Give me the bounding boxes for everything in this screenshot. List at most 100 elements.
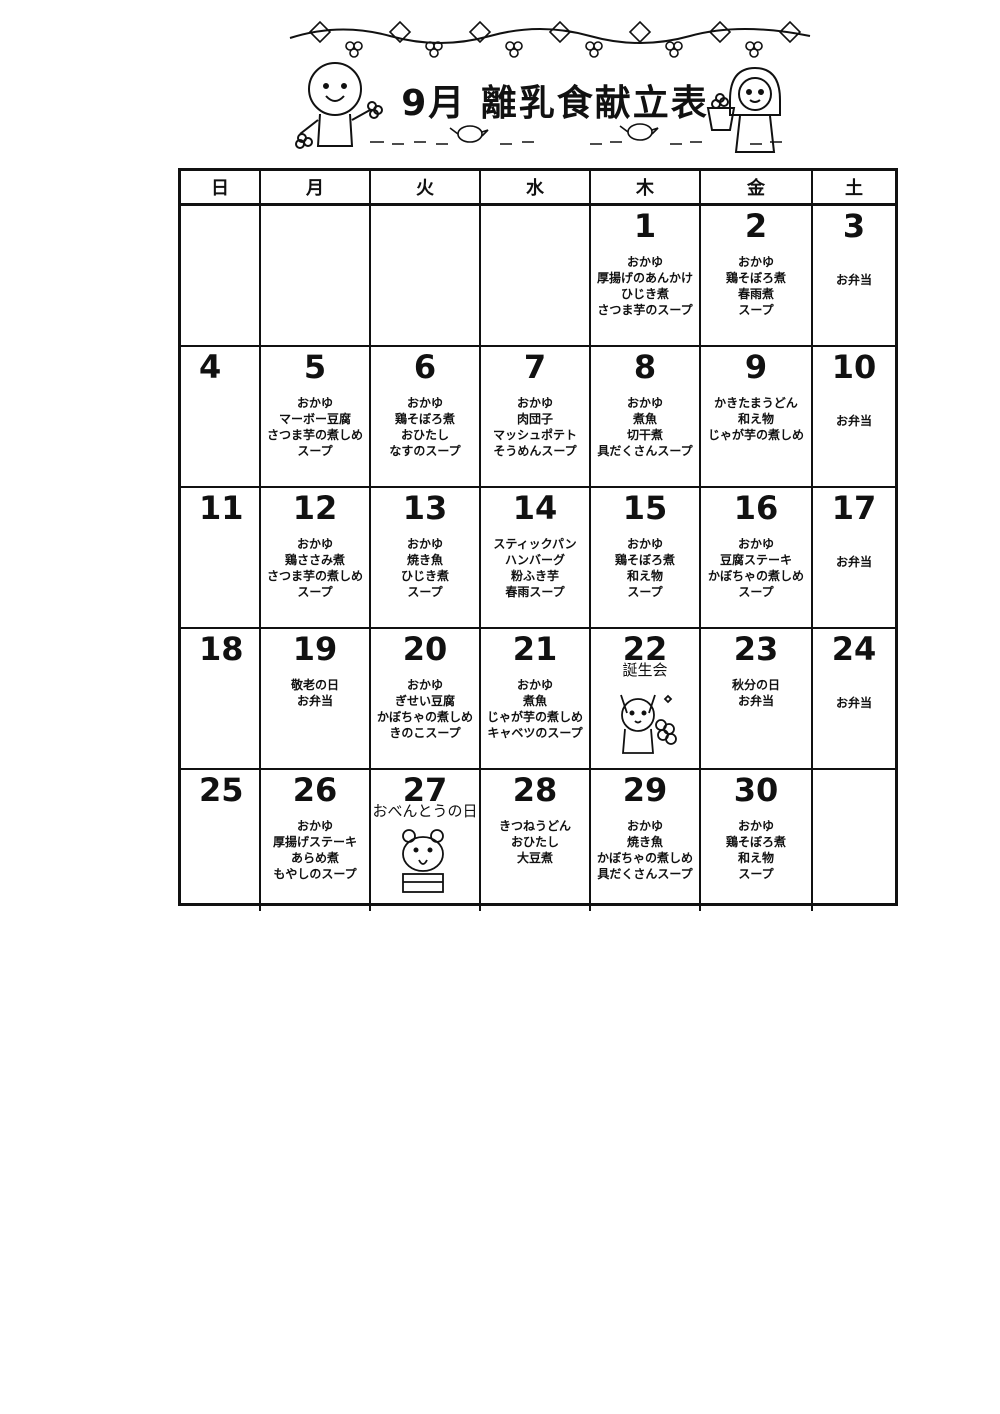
menu-list: おかゆ鶏そぼろ煮おひたしなすのスープ xyxy=(371,395,479,459)
menu-list: おかゆ焼き魚ひじき煮スープ xyxy=(371,536,479,600)
menu-item: スープ xyxy=(407,585,443,599)
menu-item: 粉ふき芋 xyxy=(510,569,559,583)
day-cell xyxy=(813,770,895,911)
menu-item: かぼちゃの煮しめ xyxy=(596,851,693,865)
day-number: 18 xyxy=(199,630,244,668)
menu-item: おかゆ xyxy=(626,537,663,551)
menu-item: 敬老の日 xyxy=(290,678,339,692)
day-number: 12 xyxy=(292,489,338,527)
menu-item: お弁当 xyxy=(737,694,774,708)
weekday-sun: 日 xyxy=(181,171,261,203)
menu-list: 敬老の日お弁当 xyxy=(261,677,369,709)
menu-item: スティックパン xyxy=(493,537,577,551)
menu-item: おかゆ xyxy=(406,396,443,410)
day-number: 24 xyxy=(831,630,877,668)
day-number: 14 xyxy=(512,489,558,527)
header: 9月 離乳食献立表 xyxy=(280,10,820,160)
menu-item: 厚揚げステーキ xyxy=(272,835,357,849)
menu-item: おかゆ xyxy=(296,396,333,410)
day-cell: 19 敬老の日お弁当 xyxy=(261,629,371,768)
menu-item: おひたし xyxy=(400,428,449,442)
menu-item: スープ xyxy=(738,867,774,881)
menu-item: 切干煮 xyxy=(626,428,663,442)
menu-item: なすのスープ xyxy=(389,444,461,458)
day-cell: 25 xyxy=(181,770,261,911)
menu-list: おかゆ肉団子マッシュポテトそうめんスープ xyxy=(481,395,589,459)
menu-item: 焼き魚 xyxy=(406,553,443,567)
menu-item: 煮魚 xyxy=(632,412,657,426)
menu-item: 鶏そぼろ煮 xyxy=(394,412,455,426)
day-number: 6 xyxy=(413,348,437,386)
day-number: 11 xyxy=(199,489,244,527)
menu-list: おかゆ厚揚げのあんかけひじき煮さつま芋のスープ xyxy=(591,254,699,318)
cat-with-bouquet-illustration xyxy=(620,694,677,754)
menu-list: おかゆ鶏ささみ煮さつま芋の煮しめスープ xyxy=(261,536,369,600)
menu-item: かぼちゃの煮しめ xyxy=(707,569,804,583)
menu-item: おかゆ xyxy=(626,255,663,269)
menu-item: さつま芋の煮しめ xyxy=(266,428,363,442)
menu-item: きのこスープ xyxy=(389,726,461,740)
menu-item: スープ xyxy=(627,585,663,599)
menu-list: お弁当 xyxy=(813,272,895,288)
day-number: 2 xyxy=(744,207,768,245)
menu-item: キャベツのスープ xyxy=(487,726,583,740)
day-number: 22 xyxy=(622,630,668,668)
menu-item: スープ xyxy=(297,444,333,458)
menu-list: おかゆ焼き魚かぼちゃの煮しめ具だくさんスープ xyxy=(591,818,699,882)
day-cell: 20 おかゆぎせい豆腐かぼちゃの煮しめきのこスープ xyxy=(371,629,481,768)
day-number: 23 xyxy=(733,630,779,668)
weekday-tue: 火 xyxy=(371,171,481,203)
day-number: 19 xyxy=(292,630,338,668)
day-cell: 4 xyxy=(181,347,261,486)
bear-with-lunchbox-illustration xyxy=(402,829,444,893)
day-number: 27 xyxy=(402,771,448,809)
menu-item: お弁当 xyxy=(835,414,872,428)
menu-item: 鶏そぼろ煮 xyxy=(725,271,786,285)
menu-item: 豆腐ステーキ xyxy=(719,553,792,567)
menu-list: お弁当 xyxy=(813,554,895,570)
menu-item: 大豆煮 xyxy=(516,851,553,865)
menu-item: お弁当 xyxy=(835,273,872,287)
menu-item: おかゆ xyxy=(626,396,663,410)
menu-item: 春雨スープ xyxy=(505,585,565,599)
menu-item: かきたまうどん xyxy=(714,396,798,410)
menu-item: 鶏ささみ煮 xyxy=(284,553,345,567)
menu-item: さつま芋の煮しめ xyxy=(266,569,363,583)
menu-item: おかゆ xyxy=(737,255,774,269)
menu-item: スープ xyxy=(738,303,774,317)
menu-item: もやしのスープ xyxy=(273,867,357,881)
event-label: 誕生会 xyxy=(622,661,668,679)
menu-item: おかゆ xyxy=(737,537,774,551)
birds-decoration xyxy=(370,123,782,145)
menu-list: おかゆぎせい豆腐かぼちゃの煮しめきのこスープ xyxy=(371,677,479,741)
menu-item: ぎせい豆腐 xyxy=(394,694,455,708)
menu-item: 焼き魚 xyxy=(626,835,663,849)
menu-item: お弁当 xyxy=(835,555,872,569)
menu-item: あらめ煮 xyxy=(290,851,339,865)
day-number: 4 xyxy=(199,348,222,386)
menu-item: ハンバーグ xyxy=(504,553,565,567)
day-number: 29 xyxy=(622,771,668,809)
weekday-fri: 金 xyxy=(701,171,813,203)
menu-item: 厚揚げのあんかけ xyxy=(596,271,693,285)
day-number: 1 xyxy=(633,207,657,245)
day-cell xyxy=(261,206,371,345)
day-number: 20 xyxy=(402,630,448,668)
menu-item: じゃが芋の煮しめ xyxy=(707,428,804,442)
weekday-wed: 水 xyxy=(481,171,591,203)
day-number: 10 xyxy=(831,348,877,386)
